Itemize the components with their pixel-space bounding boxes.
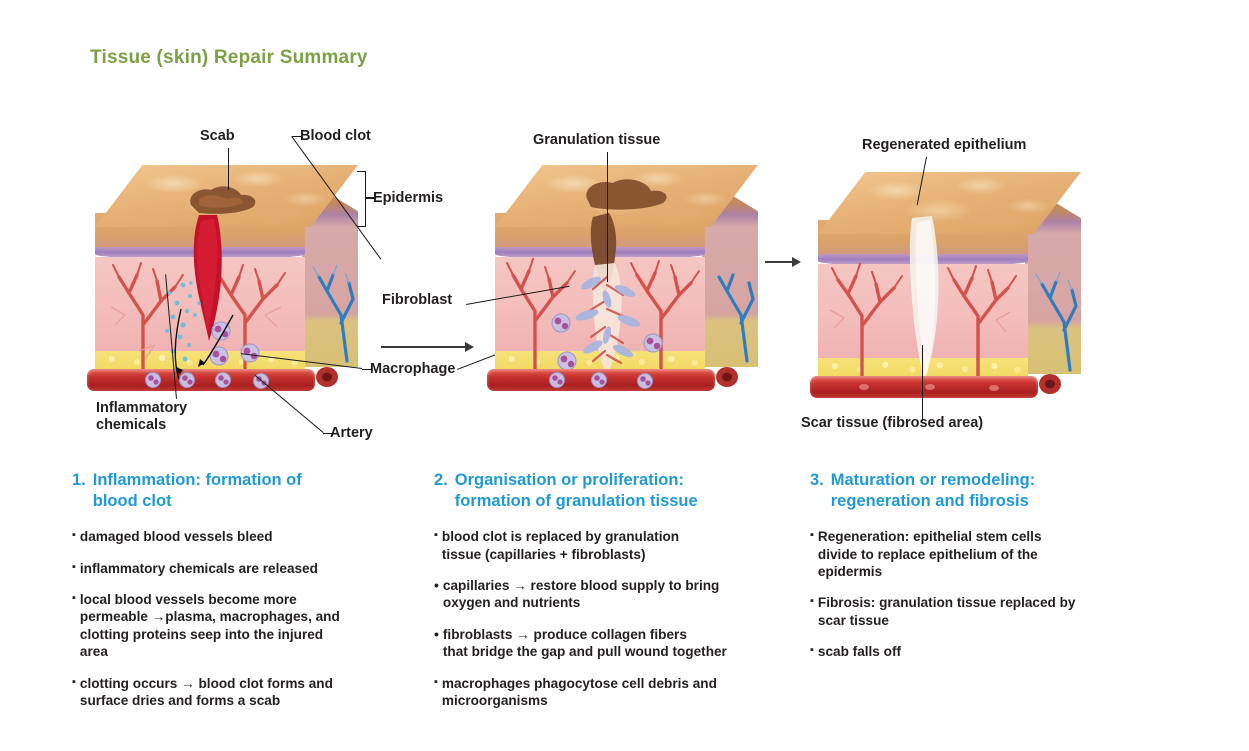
block-vasculature-stage3 [829,216,1078,380]
label-inflammatory-chemicals: Inflammatory chemicals [96,400,188,433]
leader-macrophage-tick [362,369,372,371]
bullet-text: inflammatory chemicals are released [79,560,318,576]
blood-vessel-bar [810,376,1038,398]
bullet-marker: • [434,625,439,642]
column-bullets-1: ▪damaged blood vessels bleed ▪inflammato… [72,528,412,709]
leader-scab [228,148,230,190]
bullet-text: scab falls off [817,644,902,660]
column-number-2: 2. [434,471,448,489]
list-item: •fibroblasts → produce collagen fibers t… [434,626,804,661]
bullet-marker: ▪ [72,560,76,573]
summary-columns: 1. Inflammation: formation of blood clot… [0,470,1249,751]
label-scab: Scab [200,128,235,144]
label-epidermis: Epidermis [373,190,444,206]
leader-blood-clot-tick [292,136,301,138]
vessel-cells-stage1 [145,308,338,389]
column-heading-2: 2. Organisation or proliferation: format… [434,470,804,511]
scab-shape [586,179,667,210]
column-heading-text-1: Inflammation: formation of blood clot [92,471,302,510]
list-item: ▪blood clot is replaced by granulation t… [434,528,804,563]
leader-scar-tissue [922,345,924,421]
diagram-area: Scab Blood clot Epidermis Inflammatory c… [0,110,1249,460]
block-vasculature-stage2 [506,179,755,375]
label-scar-tissue: Scar tissue (fibrosed area) [801,415,984,431]
column-heading-1: 1. Inflammation: formation of blood clot [72,470,412,511]
bullet-marker: ▪ [72,592,76,605]
list-item: ▪damaged blood vessels bleed [72,528,412,545]
column-heading-3: 3. Maturation or remodeling: regeneratio… [810,470,1170,511]
vessel-cells-stage2 [549,367,738,389]
bullet-text: macrophages phagocytose cell debris and … [441,675,717,708]
skin-block-stage2 [487,165,758,405]
flow-arrow-1-2 [381,341,476,353]
skin-block-stage3 [810,172,1081,412]
leader-granulation-tissue [607,152,609,282]
bullet-text: capillaries → restore blood supply to br… [442,578,720,611]
fibroblast-cells [575,276,641,358]
page-title: Tissue (skin) Repair Summary [90,47,368,68]
bullet-marker: ▪ [810,595,814,608]
bullet-marker: ▪ [810,644,814,657]
summary-column-3: 3. Maturation or remodeling: regeneratio… [810,470,1170,675]
column-number-3: 3. [810,471,824,489]
bullet-marker: ▪ [72,675,76,688]
label-granulation-tissue: Granulation tissue [533,132,661,148]
bullet-text: Regeneration: epithelial stem cells divi… [817,529,1042,580]
column-heading-text-2: Organisation or proliferation: formation… [454,471,698,510]
bullet-text: Fibrosis: granulation tissue replaced by… [817,595,1076,628]
list-item: ▪inflammatory chemicals are released [72,560,412,577]
summary-column-1: 1. Inflammation: formation of blood clot… [72,470,412,723]
vessel-cut-stage3 [859,374,1061,394]
list-item: ▪scab falls off [810,643,1170,660]
flow-arrow-2-3 [765,256,803,268]
label-blood-clot: Blood clot [300,128,371,144]
bullet-text: local blood vessels become more permeabl… [79,592,340,660]
label-regenerated-epithelium: Regenerated epithelium [862,137,1027,153]
block-vasculature-stage1 [110,186,355,375]
column-bullets-2: ▪blood clot is replaced by granulation t… [434,528,804,709]
bullet-text: fibroblasts → produce collagen fibers th… [442,626,727,660]
list-item: ▪Regeneration: epithelial stem cells div… [810,528,1170,580]
list-item: ▪macrophages phagocytose cell debris and… [434,675,804,710]
bullet-marker: ▪ [434,675,438,688]
label-fibroblast: Fibroblast [382,292,453,308]
macrophage-cells [551,313,663,371]
epidermis-bracket [357,171,366,227]
bullet-marker: ▪ [434,529,438,542]
epidermis-bracket-stem [365,197,374,199]
bullet-text: damaged blood vessels bleed [79,529,273,545]
bullet-marker: ▪ [810,529,814,542]
summary-column-2: 2. Organisation or proliferation: format… [434,470,804,723]
list-item: ▪local blood vessels become more permeab… [72,591,412,661]
bullet-text: clotting occurs → blood clot forms and s… [79,675,333,708]
list-item: ▪clotting occurs → blood clot forms and … [72,675,412,710]
leader-artery-tick [323,433,333,435]
list-item: ▪Fibrosis: granulation tissue replaced b… [810,594,1170,629]
label-artery: Artery [330,425,373,441]
skin-block-stage1 [87,165,358,405]
bullet-marker: • [434,577,439,594]
list-item: •capillaries → restore blood supply to b… [434,577,804,612]
label-macrophage: Macrophage [370,361,456,377]
column-number-1: 1. [72,471,86,489]
column-bullets-3: ▪Regeneration: epithelial stem cells div… [810,528,1170,660]
bullet-text: blood clot is replaced by granulation ti… [441,529,680,562]
column-heading-text-3: Maturation or remodeling: regeneration a… [830,471,1036,510]
block-top-surface [818,172,1081,234]
bullet-marker: ▪ [72,529,76,542]
